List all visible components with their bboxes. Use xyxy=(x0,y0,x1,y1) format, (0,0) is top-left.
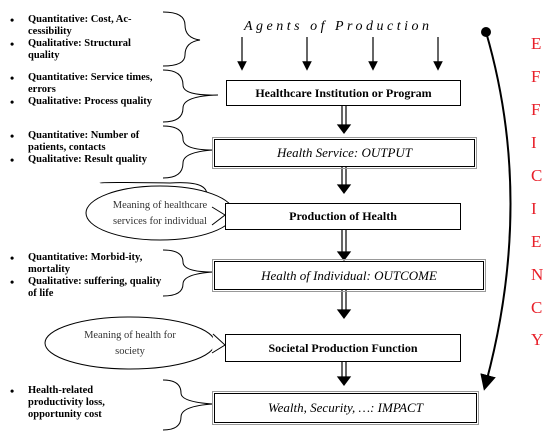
efficiency-arc xyxy=(480,27,512,391)
efficiency-letter: Y xyxy=(531,330,544,349)
bullets-group-2: Quantitative: Service times, errors Qual… xyxy=(0,72,165,108)
bullet-item: Health-related productivity loss, opport… xyxy=(0,385,140,421)
box-health-service-output: Health Service: OUTPUT xyxy=(212,137,477,169)
agents-of-production: Agents of Production xyxy=(244,19,433,34)
ellipse-health-meaning: Meaning of health for society xyxy=(84,330,176,357)
efficiency-letter: N xyxy=(531,265,544,284)
bullet-item: Quantitative: Cost, Ac-cessibility xyxy=(0,14,165,38)
bullet-item: Quantitative: Service times, errors xyxy=(0,72,165,96)
bullet-item: Quantitative: Number of patients, contac… xyxy=(0,130,165,154)
agent-arrows xyxy=(237,37,443,71)
bullets-group-1: Quantitative: Cost, Ac-cessibility Quali… xyxy=(0,14,165,62)
bullet-item: Qualitative: Process quality xyxy=(0,96,165,108)
box-production-of-health: Production of Health xyxy=(225,203,461,230)
box-healthcare-institution: Healthcare Institution or Program xyxy=(226,80,461,106)
box-wealth-security-impact: Wealth, Security, …: IMPACT xyxy=(212,391,479,425)
ellipse-healthcare-meaning: Meaning of healthcare services for indiv… xyxy=(112,200,208,227)
box-health-of-individual-outcome: Health of Individual: OUTCOME xyxy=(212,259,486,292)
bullets-group-3: Quantitative: Number of patients, contac… xyxy=(0,130,165,166)
efficiency-letter: C xyxy=(531,298,543,317)
efficiency-letter: E xyxy=(531,34,542,53)
efficiency-letter: F xyxy=(531,67,541,86)
flow-arrows xyxy=(336,105,352,386)
bullets-group-4: Quantitative: Morbid-ity, mortality Qual… xyxy=(0,252,165,300)
bullet-item: Quantitative: Morbid-ity, mortality xyxy=(0,252,165,276)
efficiency-letter: I xyxy=(531,199,537,218)
bullets-group-5: Health-related productivity loss, opport… xyxy=(0,385,140,421)
bullet-item: Qualitative: suffering, quality of life xyxy=(0,276,165,300)
box-societal-production-function: Societal Production Function xyxy=(225,334,461,362)
efficiency-letter: I xyxy=(531,133,537,152)
bullet-item: Qualitative: Structural quality xyxy=(0,38,165,62)
ellipses xyxy=(44,182,235,370)
braces xyxy=(162,11,219,431)
efficiency-letter: C xyxy=(531,166,543,185)
bullet-item: Qualitative: Result quality xyxy=(0,154,165,166)
efficiency-letter: E xyxy=(531,232,542,251)
efficiency-letter: F xyxy=(531,100,541,119)
